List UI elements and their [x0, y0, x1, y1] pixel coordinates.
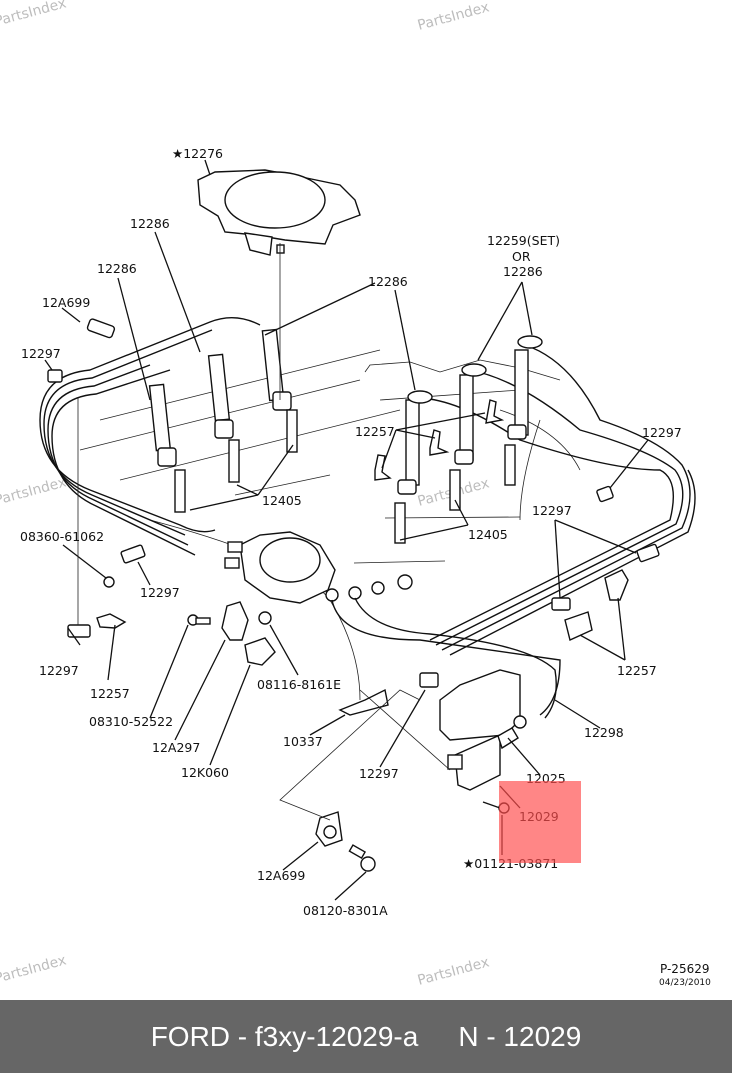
plug-wires-right: [397, 335, 696, 656]
distributor: [224, 531, 561, 719]
watermark: PartsIndex: [0, 952, 68, 986]
label-12405-right[interactable]: 12405: [468, 527, 508, 542]
parts-diagram: PartsIndex PartsIndex PartsIndex PartsIn…: [0, 0, 711, 989]
plug-wires-left: [39, 317, 292, 556]
watermark: PartsIndex: [0, 0, 68, 30]
label-12297-left-mid[interactable]: 12297: [140, 585, 180, 600]
label-12297-right2[interactable]: 12297: [532, 503, 572, 518]
label-12259-set[interactable]: 12259(SET): [487, 233, 560, 248]
watermark: PartsIndex: [416, 954, 491, 988]
spark-plugs-left: [174, 409, 298, 513]
drawing-reference: P-25629 04/23/2010: [659, 962, 711, 988]
label-12297-right[interactable]: 12297: [642, 425, 682, 440]
spark-plugs-right: [394, 444, 516, 544]
label-08120-8301a[interactable]: 08120-8301A: [303, 903, 388, 918]
label-08360-61062[interactable]: 08360-61062: [20, 529, 104, 544]
leader-lines: [44, 159, 649, 901]
label-12276[interactable]: ★12276: [172, 146, 223, 161]
label-12286-c[interactable]: 12286: [368, 274, 408, 289]
label-12298[interactable]: 12298: [584, 725, 624, 740]
label-12286-b[interactable]: 12286: [97, 261, 137, 276]
watermark: PartsIndex: [0, 474, 68, 508]
label-08310-52522[interactable]: 08310-52522: [89, 714, 173, 729]
label-12257-mid[interactable]: 12257: [355, 424, 395, 439]
label-12257-right[interactable]: 12257: [617, 663, 657, 678]
label-12297-tl[interactable]: 12297: [21, 346, 61, 361]
label-12297-coil[interactable]: 12297: [359, 766, 399, 781]
distributor-cap-cover: [197, 169, 361, 256]
label-or: OR: [512, 249, 531, 264]
label-12k060[interactable]: 12K060: [181, 765, 229, 780]
label-12286-a[interactable]: 12286: [130, 216, 170, 231]
highlight-box-12029: [499, 781, 581, 863]
part-labels: ★12276 12286 12286 12286 12259(SET) OR 1…: [20, 146, 682, 918]
watermark: PartsIndex: [416, 0, 491, 34]
label-12a297[interactable]: 12A297: [152, 740, 200, 755]
label-08116-8161e[interactable]: 08116-8161E: [257, 677, 341, 692]
label-12405-left[interactable]: 12405: [262, 493, 302, 508]
label-12257-left[interactable]: 12257: [90, 686, 130, 701]
drawing-date: 04/23/2010: [659, 978, 711, 988]
label-12a699-knock[interactable]: 12A699: [257, 868, 305, 883]
drawing-number: P-25629: [660, 962, 709, 976]
label-12286-d[interactable]: 12286: [503, 264, 543, 279]
watermarks: PartsIndex PartsIndex PartsIndex PartsIn…: [0, 0, 491, 989]
label-12297-left-bottom[interactable]: 12297: [39, 663, 79, 678]
oem-part-number: N - 12029: [458, 1020, 582, 1052]
footer-bar: FORD - f3xy-12029-a N - 12029: [0, 1000, 732, 1073]
sensor-assemblies: [86, 318, 389, 872]
label-10337[interactable]: 10337: [283, 734, 323, 749]
brand-part-number: FORD - f3xy-12029-a: [150, 1020, 419, 1052]
label-12a699-top[interactable]: 12A699: [42, 295, 90, 310]
clips-brackets: [47, 369, 660, 688]
